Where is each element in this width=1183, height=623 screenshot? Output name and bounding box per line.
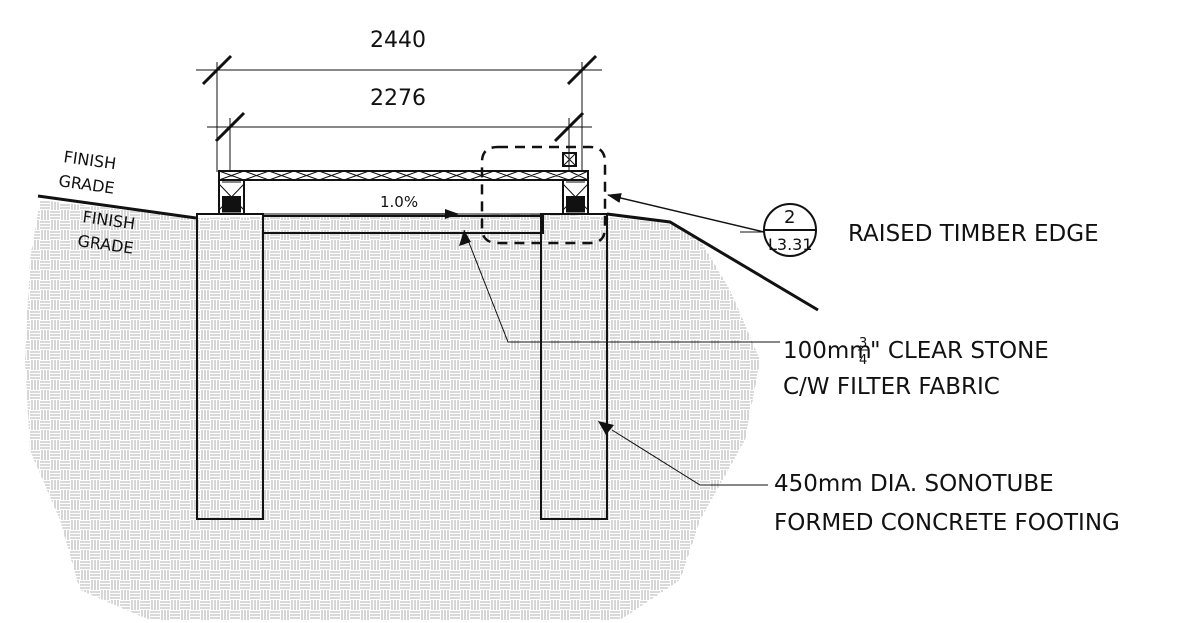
slope-label: 1.0% bbox=[380, 193, 418, 211]
detail-callout-title: RAISED TIMBER EDGE bbox=[848, 221, 1099, 247]
timber-edge-right bbox=[562, 179, 589, 215]
footing-note-line2: FORMED CONCRETE FOOTING bbox=[774, 510, 1120, 536]
stone-note-frac-num: 3 bbox=[859, 336, 867, 351]
dimension-inner bbox=[207, 111, 592, 172]
detail-boundary bbox=[480, 145, 607, 245]
stone-note-line1-suffix: " CLEAR STONE bbox=[870, 338, 1049, 364]
detail-callout-leader bbox=[607, 193, 765, 233]
detail-callout-number: 2 bbox=[784, 207, 795, 228]
timber-edge-left bbox=[218, 179, 245, 215]
dimension-inner-label: 2276 bbox=[370, 86, 426, 111]
stone-note-frac-den: 4 bbox=[859, 353, 867, 368]
stone-note-line2: C/W FILTER FABRIC bbox=[783, 374, 1000, 400]
dimension-overall-label: 2440 bbox=[370, 28, 426, 53]
deck-boards bbox=[218, 170, 589, 181]
finish-grade-label-upper: FINISH bbox=[62, 147, 117, 173]
footing-note-leader bbox=[611, 429, 768, 486]
stone-note-line1: 100mm bbox=[783, 338, 872, 364]
finish-grade-line-left bbox=[37, 194, 197, 220]
finish-grade-line-right bbox=[606, 212, 819, 312]
dimension-overall bbox=[196, 54, 602, 172]
ground-mass bbox=[25, 200, 760, 620]
clear-stone-layer bbox=[262, 215, 544, 234]
finish-grade-label-upper-2: GRADE bbox=[57, 171, 115, 198]
stone-note-leader bbox=[463, 229, 780, 343]
footing-note-line1: 450mm DIA. SONOTUBE bbox=[774, 471, 1054, 497]
detail-callout-bubble bbox=[763, 203, 817, 257]
detail-callout-sheet: L3.31 bbox=[768, 235, 813, 254]
